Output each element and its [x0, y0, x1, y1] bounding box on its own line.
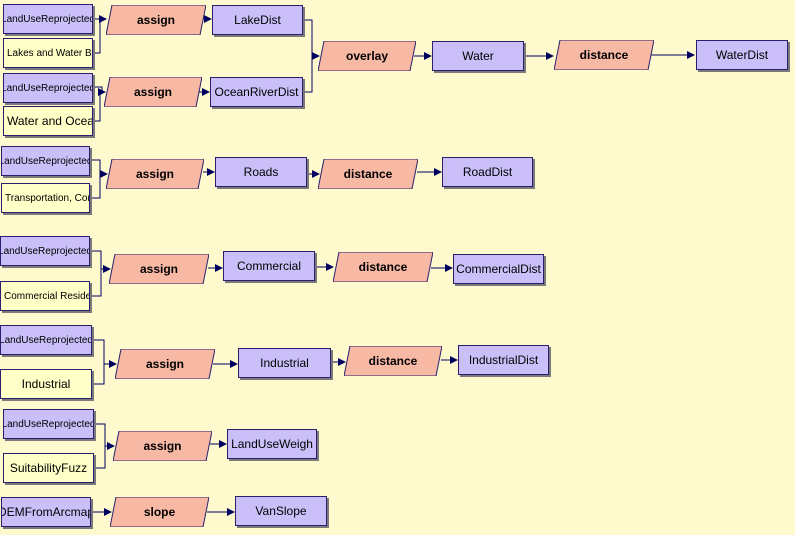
assign-tool-label: assign: [135, 167, 174, 181]
distance-tool[interactable]: distance: [554, 40, 654, 70]
output-waterdist[interactable]: WaterDist: [696, 40, 788, 70]
input-landuse-reprojected[interactable]: LandUseReprojected: [3, 4, 93, 34]
assign-tool[interactable]: assign: [109, 254, 209, 284]
input-landuse-reprojected[interactable]: LandUseReprojected: [3, 73, 93, 103]
output-industrial[interactable]: Industrial: [238, 348, 331, 378]
distance-tool-label: distance: [358, 260, 408, 274]
assign-tool-label: assign: [143, 439, 182, 453]
slope-tool-label: slope: [143, 505, 176, 519]
output-oceanriverdist[interactable]: OceanRiverDist: [210, 77, 303, 107]
input-water-and-ocean[interactable]: Water and Ocean: [3, 106, 93, 136]
assign-tool-label: assign: [136, 13, 175, 27]
distance-tool-label: distance: [368, 354, 418, 368]
input-commercial-residential[interactable]: Commercial Residential: [0, 281, 90, 311]
output-industrialdist[interactable]: IndustrialDist: [458, 345, 549, 375]
connector: [303, 19, 313, 93]
overlay-tool[interactable]: overlay: [318, 41, 416, 71]
assign-tool-label: assign: [145, 357, 184, 371]
distance-tool[interactable]: distance: [344, 346, 442, 376]
input-suitabilityfuzz[interactable]: SuitabilityFuzz: [3, 453, 94, 483]
output-roaddist[interactable]: RoadDist: [442, 157, 533, 187]
input-landuse-reprojected[interactable]: LandUseReprojected: [0, 236, 90, 266]
output-landuseweigh[interactable]: LandUseWeigh: [227, 429, 317, 459]
connector: [93, 92, 101, 122]
output-vanslope[interactable]: VanSlope: [235, 496, 327, 526]
output-water[interactable]: Water: [432, 41, 524, 71]
distance-tool-label: distance: [579, 48, 629, 62]
connector: [90, 250, 102, 297]
assign-tool[interactable]: assign: [115, 349, 215, 379]
input-landuse-reprojected[interactable]: LandUseReprojected: [1, 146, 90, 176]
input-landuse-reprojected[interactable]: LandUseReprojected: [0, 325, 92, 355]
distance-tool[interactable]: distance: [318, 159, 418, 189]
distance-tool-label: distance: [343, 167, 393, 181]
output-commercial[interactable]: Commercial: [223, 251, 315, 281]
output-roads[interactable]: Roads: [215, 157, 307, 187]
input-landuse-reprojected[interactable]: LandUseReprojected: [3, 409, 94, 439]
input-transportation[interactable]: Transportation, Communication: [1, 183, 90, 213]
assign-tool-label: assign: [139, 262, 178, 276]
output-commercialdist[interactable]: CommercialDist: [453, 254, 544, 284]
assign-tool[interactable]: assign: [113, 431, 212, 461]
distance-tool[interactable]: distance: [333, 252, 433, 282]
connector: [92, 339, 105, 385]
connector: [94, 423, 106, 469]
connector: [93, 19, 101, 54]
assign-tool[interactable]: assign: [106, 159, 204, 189]
input-dem-from-arcmap[interactable]: DEMFromArcmap: [1, 497, 91, 527]
overlay-tool-label: overlay: [345, 49, 389, 63]
assign-tool[interactable]: assign: [106, 5, 206, 35]
input-industrial[interactable]: Industrial: [0, 369, 92, 399]
output-lakedist[interactable]: LakeDist: [212, 5, 303, 35]
slope-tool[interactable]: slope: [110, 497, 209, 527]
connector: [93, 86, 106, 96]
assign-tool-label: assign: [133, 85, 172, 99]
input-lakes-water-bodies[interactable]: Lakes and Water Bodies: [3, 38, 93, 68]
assign-tool[interactable]: assign: [104, 77, 202, 107]
connector: [90, 159, 101, 199]
